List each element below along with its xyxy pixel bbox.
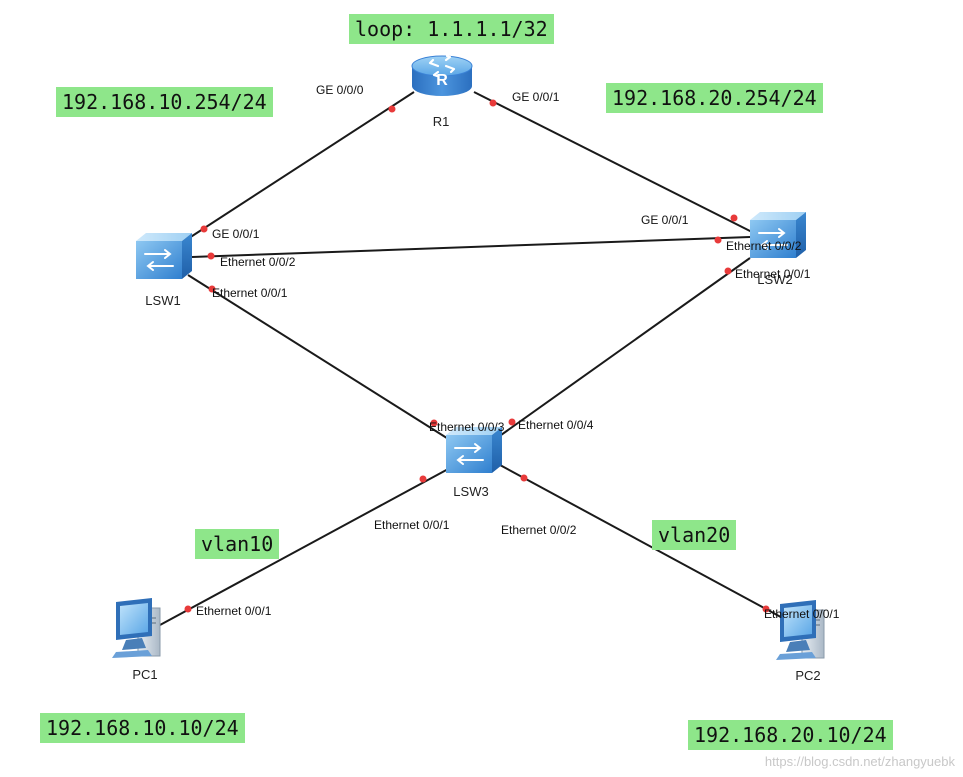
port-label-lsw3-eth001: Ethernet 0/0/1 bbox=[374, 518, 450, 532]
port-dot bbox=[730, 214, 738, 222]
switch-icon-lsw3[interactable] bbox=[446, 427, 502, 473]
watermark-text: https://blog.csdn.net/zhangyuebk bbox=[764, 754, 955, 769]
port-label-lsw1-ge001: GE 0/0/1 bbox=[212, 227, 260, 241]
link-lsw3-pc2[interactable] bbox=[499, 464, 791, 623]
port-label-lsw3-eth002: Ethernet 0/0/2 bbox=[501, 523, 577, 537]
pc-icon-pc1[interactable] bbox=[112, 598, 161, 658]
port-label-pc1-eth001: Ethernet 0/0/1 bbox=[196, 604, 272, 618]
device-label-pc1: PC1 bbox=[132, 667, 158, 682]
port-dot bbox=[200, 225, 208, 233]
port-dot bbox=[208, 285, 216, 293]
port-label-lsw2-eth002: Ethernet 0/0/2 bbox=[726, 239, 802, 253]
device-label-lsw2: LSW2 bbox=[757, 272, 793, 287]
port-dot bbox=[430, 419, 438, 427]
port-label-lsw2-eth001: Ethernet 0/0/1 bbox=[735, 267, 811, 281]
port-label-pc2-eth001: Ethernet 0/0/1 bbox=[764, 607, 840, 621]
port-label-r1-ge001: GE 0/0/1 bbox=[512, 90, 560, 104]
port-dot bbox=[762, 605, 770, 613]
links bbox=[159, 91, 791, 626]
link-lsw1-lsw3[interactable] bbox=[187, 274, 451, 441]
switch-icon-lsw1[interactable] bbox=[136, 233, 192, 279]
link-r1-lsw2[interactable] bbox=[473, 91, 753, 233]
link-lsw2-lsw3[interactable] bbox=[493, 257, 751, 441]
link-r1-lsw1[interactable] bbox=[185, 91, 415, 241]
port-dot bbox=[207, 252, 215, 260]
port-label-lsw3-eth004: Ethernet 0/0/4 bbox=[518, 418, 594, 432]
port-dot bbox=[714, 236, 722, 244]
vlan20-tag: vlan20 bbox=[652, 520, 737, 550]
device-label-r1: R1 bbox=[432, 114, 450, 129]
device-label-lsw3: LSW3 bbox=[453, 484, 489, 499]
port-dot bbox=[388, 105, 396, 113]
link-lsw1-lsw2[interactable] bbox=[191, 236, 751, 258]
vlan20-gateway-tag: 192.168.20.254/24 bbox=[606, 83, 823, 113]
loopback-tag: loop: 1.1.1.1/32 bbox=[349, 14, 554, 44]
pc-icon-pc2[interactable] bbox=[776, 600, 825, 660]
vlan10-gateway-tag: 192.168.10.254/24 bbox=[56, 87, 273, 117]
port-dot bbox=[520, 474, 528, 482]
device-label-pc2: PC2 bbox=[795, 668, 821, 683]
port-label-lsw2-ge001: GE 0/0/1 bbox=[641, 213, 689, 227]
pc1-ip-tag: 192.168.10.10/24 bbox=[40, 713, 245, 743]
switch-icon-lsw2[interactable] bbox=[750, 212, 806, 258]
port-dot bbox=[724, 267, 732, 275]
svg-text:R: R bbox=[436, 72, 448, 89]
port-dot bbox=[184, 605, 192, 613]
port-label-lsw3-eth003: Ethernet 0/0/3 bbox=[429, 420, 505, 434]
port-label-lsw1-eth001: Ethernet 0/0/1 bbox=[212, 286, 288, 300]
port-dot bbox=[508, 418, 516, 426]
port-dots bbox=[184, 99, 770, 613]
port-label-r1-ge000: GE 0/0/0 bbox=[316, 83, 364, 97]
port-dot bbox=[489, 99, 497, 107]
port-dot bbox=[419, 475, 427, 483]
pc2-ip-tag: 192.168.20.10/24 bbox=[688, 720, 893, 750]
router-icon[interactable]: R bbox=[411, 54, 473, 96]
device-label-lsw1: LSW1 bbox=[145, 293, 181, 308]
link-lsw3-pc1[interactable] bbox=[159, 467, 451, 626]
port-label-lsw1-eth002: Ethernet 0/0/2 bbox=[220, 255, 296, 269]
vlan10-tag: vlan10 bbox=[195, 529, 280, 559]
